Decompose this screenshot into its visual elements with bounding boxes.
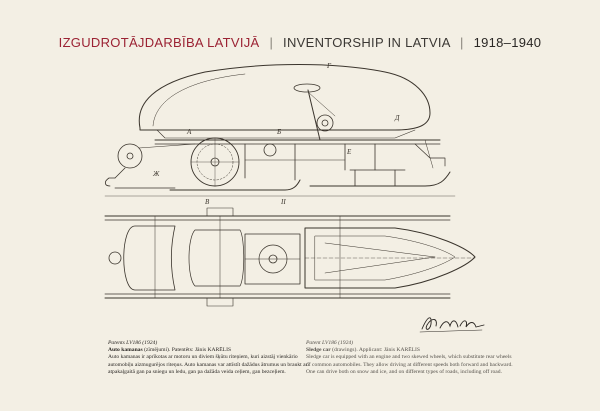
header-separator: | [459, 35, 464, 50]
header-separator: | [269, 35, 274, 50]
inventor-signature [419, 317, 485, 333]
drawing-mark-V: В [205, 198, 210, 206]
caption-english: Patent LV186 (1924) Sledge car (drawings… [306, 340, 516, 376]
caption-en-description: Sledge car is equipped with an engine an… [306, 354, 513, 375]
header-years: 1918–1940 [473, 35, 542, 50]
drawing-mark-Zh: Ж [152, 170, 160, 178]
caption-lv-title: Auto kamanas [108, 347, 143, 354]
caption-lv-description: Auto kamanas ir aprīkotas ar motoru un d… [108, 354, 310, 375]
drawing-mark-D: Д [394, 114, 400, 122]
caption-latvian: Patents LV186 (1924) Auto kamanas (zīmēj… [108, 340, 318, 376]
caption-en-subtitle: (drawings). Applicant: Jānis KARĒLIS [330, 347, 421, 354]
caption-en-patent: Patent LV186 (1924) [306, 340, 354, 346]
caption-lv-patent: Patents LV186 (1924) [108, 340, 158, 346]
drawing-mark-B: Б [276, 128, 281, 136]
patent-drawing: Г Б А В Д Е Ж II [104, 62, 476, 307]
drawing-mark-A: А [186, 128, 192, 136]
drawing-figure-number: II [280, 198, 286, 206]
caption-en-title: Sledge car [306, 347, 331, 354]
header-title-english: INVENTORSHIP IN LATVIA [283, 35, 451, 50]
drawing-mark-E: Е [346, 148, 352, 156]
figure-side-view: Г Б А В Д Е Ж II [104, 62, 456, 206]
header-title-latvian: IZGUDROTĀJDARBĪBA LATVIJĀ [58, 35, 260, 50]
caption-en-heading: Sledge car (drawings). Applicant: Jānis … [306, 347, 516, 354]
caption-lv-subtitle: (zīmējumi). Patentēts: Jānis KARĒLIS [142, 347, 232, 354]
caption-lv-heading: Auto kamanas (zīmējumi). Patentēts: Jāni… [108, 347, 318, 354]
figure-plan-view [104, 207, 476, 307]
drawing-mark-G: Г [326, 62, 332, 70]
exhibition-header: IZGUDROTĀJDARBĪBA LATVIJĀ | INVENTORSHIP… [0, 35, 600, 50]
